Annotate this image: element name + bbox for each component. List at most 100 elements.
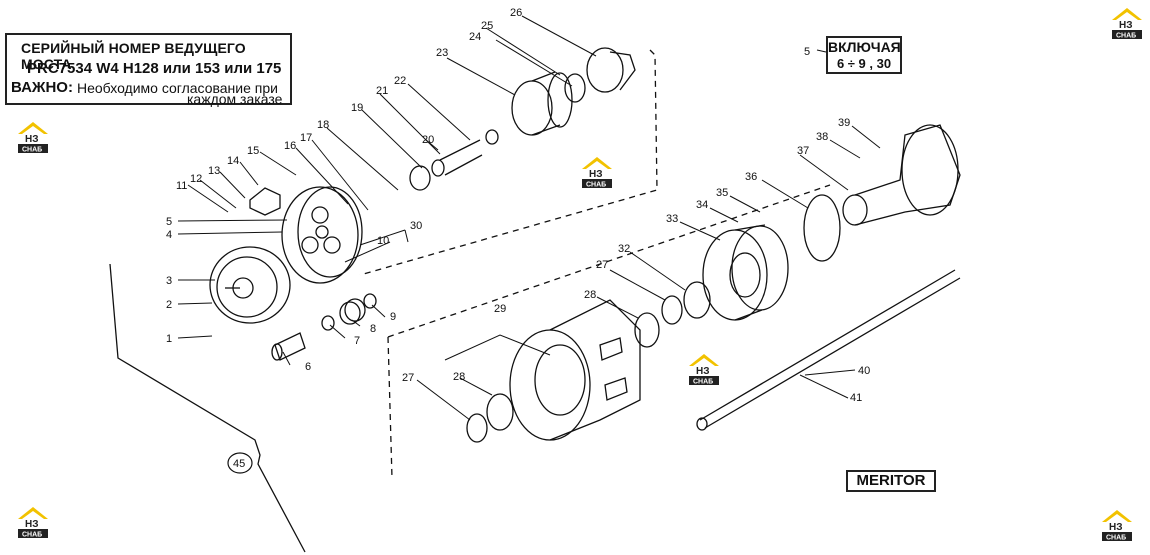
callout-33: 33	[666, 213, 678, 225]
logo-roof-icon	[18, 122, 48, 134]
part-hub-seal	[803, 194, 841, 262]
part-bearing-cup-upper	[634, 312, 660, 348]
callout-5: 5	[166, 216, 172, 228]
logo-top-right: НЗ СНАБ	[1108, 6, 1146, 40]
important-label: ВАЖНО:	[11, 79, 73, 96]
callout-2: 2	[166, 299, 172, 311]
logo-text-top: НЗ	[25, 519, 39, 530]
logo-roof-icon	[1112, 8, 1142, 20]
part-pin	[271, 332, 306, 361]
logo-mark: НЗ СНАБ	[1102, 510, 1132, 542]
callout-25: 25	[481, 20, 493, 32]
including-box: ВКЛЮЧАЯ 6 ÷ 9 , 30	[826, 36, 902, 74]
logo-bottom-right: НЗ СНАБ	[1098, 508, 1136, 542]
logo-roof-icon	[1102, 510, 1132, 522]
part-planet-gear	[321, 293, 377, 331]
part-bearing-cone-upper	[661, 295, 683, 325]
logo-left-mid: НЗ СНАБ	[14, 120, 52, 154]
callout-37: 37	[797, 145, 809, 157]
logo-bar	[582, 179, 612, 188]
callout-28-upper: 28	[584, 289, 596, 301]
callout-36: 36	[745, 171, 757, 183]
logo-mark: НЗ СНАБ	[582, 157, 612, 189]
serial-info-box: СЕРИЙНЫЙ НОМЕР ВЕДУЩЕГО МОСТА PRC7534 W4…	[5, 33, 292, 106]
callout-3: 3	[166, 275, 172, 287]
callout-28-lower: 28	[453, 371, 465, 383]
logo-center-top: НЗ СНАБ	[578, 155, 616, 189]
including-range: 6 ÷ 9 , 30	[836, 56, 892, 71]
logo-text-bottom: СНАБ	[1116, 33, 1136, 40]
callout-19: 19	[351, 102, 363, 114]
logo-text-top: НЗ	[1119, 20, 1133, 31]
leader-lines	[177, 15, 881, 421]
logo-bar	[1112, 30, 1142, 39]
callout-16: 16	[284, 140, 296, 152]
callout-11: 11	[176, 180, 187, 192]
callout-17: 17	[300, 132, 312, 144]
callout-14: 14	[227, 155, 239, 167]
logo-roof-icon	[689, 354, 719, 366]
brand-label: MERITOR	[846, 470, 936, 492]
callout-20: 20	[422, 134, 434, 146]
callout-45: 45	[233, 458, 245, 470]
logo-text-bottom: СНАБ	[586, 182, 606, 189]
logo-text-top: НЗ	[1109, 522, 1123, 533]
including-title: ВКЛЮЧАЯ	[828, 39, 901, 55]
logo-mark: НЗ СНАБ	[1112, 8, 1142, 40]
part-bearing-cone-lower	[466, 413, 488, 443]
logo-bar	[689, 376, 719, 385]
callout-1: 1	[166, 333, 172, 345]
part-housing	[509, 299, 641, 441]
logo-text-bottom: СНАБ	[22, 147, 42, 154]
callout-5-include: 5	[804, 46, 810, 58]
callout-27-upper: 27	[596, 259, 608, 271]
callout-40: 40	[858, 365, 870, 377]
part-bracket	[249, 187, 281, 216]
logo-bar	[18, 529, 48, 538]
callout-30: 30	[410, 220, 422, 232]
callout-22: 22	[394, 75, 406, 87]
part-end-cover	[209, 246, 291, 324]
logo-text-bottom: СНАБ	[693, 379, 713, 386]
callout-35: 35	[716, 187, 728, 199]
part-bearing-cup-lower	[486, 393, 514, 431]
part-spindle	[842, 124, 961, 226]
callout-8: 8	[370, 323, 376, 335]
callout-6: 6	[305, 361, 311, 373]
callout-numbers: 1 2 3 4 5 5 6 7 8 9 10 11 12 13 14 15 16…	[166, 7, 870, 474]
callout-32: 32	[618, 243, 630, 255]
part-axle-shaft	[696, 269, 961, 431]
part-seal-ring	[683, 281, 711, 319]
header-line2: PRC7534 W4 H128 или 153 или 175	[27, 60, 282, 77]
part-sun-gear	[409, 139, 483, 191]
dashed-boundary-upper	[359, 49, 658, 276]
part-hub-flange	[586, 47, 636, 93]
callout-26: 26	[510, 7, 522, 19]
callout-13: 13	[208, 165, 220, 177]
logo-text-top: НЗ	[589, 169, 603, 180]
part-washer	[485, 129, 499, 145]
logo-mark: НЗ СНАБ	[18, 122, 48, 154]
callout-29: 29	[494, 303, 506, 315]
outer-frame-line	[109, 263, 306, 553]
logo-roof-icon	[582, 157, 612, 169]
callout-9: 9	[390, 311, 396, 323]
logo-roof-icon	[18, 507, 48, 519]
callout-10: 10	[377, 235, 389, 247]
part-planetary-carrier	[281, 186, 363, 284]
callout-39: 39	[838, 117, 850, 129]
header-line1: СЕРИЙНЫЙ НОМЕР ВЕДУЩЕГО МОСТА	[21, 40, 246, 72]
callout-41: 41	[850, 392, 862, 404]
callout-4: 4	[166, 229, 172, 241]
callout-24: 24	[469, 31, 481, 43]
logo-bar	[1102, 532, 1132, 541]
logo-text-top: НЗ	[25, 134, 39, 145]
callout-23: 23	[436, 47, 448, 59]
callout-15: 15	[247, 145, 259, 157]
logo-text-bottom: СНАБ	[1106, 535, 1126, 542]
